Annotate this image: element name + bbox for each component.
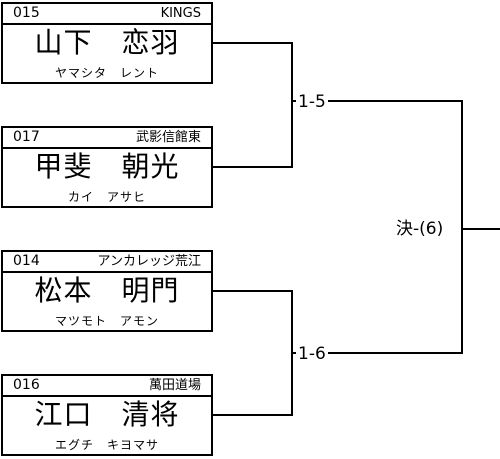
player-name: 甲斐 朝光: [34, 150, 180, 183]
player-name: 松本 明門: [34, 274, 180, 307]
player-card-4: 016 萬田道場 江口 清将 エグチ キヨマサ: [1, 374, 213, 456]
player-card-header: 015 KINGS: [3, 4, 211, 25]
player-number: 016: [13, 377, 40, 393]
player-card-header: 017 武影信館東: [3, 128, 211, 149]
player-kana: マツモト アモン: [54, 314, 159, 328]
player-card-2: 017 武影信館東 甲斐 朝光 カイ アサヒ: [1, 126, 213, 208]
player-card-1: 015 KINGS 山下 恋羽 ヤマシタ レント: [1, 2, 213, 84]
player-number: 017: [13, 129, 40, 145]
player-kana: ヤマシタ レント: [54, 66, 159, 80]
player-name: 江口 清将: [34, 398, 180, 431]
player-number: 014: [13, 253, 40, 269]
player-card-header: 014 アンカレッジ荒江: [3, 252, 211, 273]
player-name: 山下 恋羽: [34, 26, 180, 59]
player-card-header: 016 萬田道場: [3, 376, 211, 397]
player-kana: エグチ キヨマサ: [54, 438, 159, 452]
player-card-3: 014 アンカレッジ荒江 松本 明門 マツモト アモン: [1, 250, 213, 332]
match-score-bottom: 1-6: [296, 344, 328, 364]
next-match-label: 決-(6): [394, 219, 446, 239]
player-team: 萬田道場: [148, 378, 201, 393]
player-kana: カイ アサヒ: [67, 190, 146, 204]
player-team: 武影信館東: [135, 130, 201, 145]
player-team: アンカレッジ荒江: [97, 254, 201, 269]
player-number: 015: [13, 5, 40, 21]
player-team: KINGS: [160, 6, 201, 21]
match-score-top: 1-5: [296, 92, 328, 112]
